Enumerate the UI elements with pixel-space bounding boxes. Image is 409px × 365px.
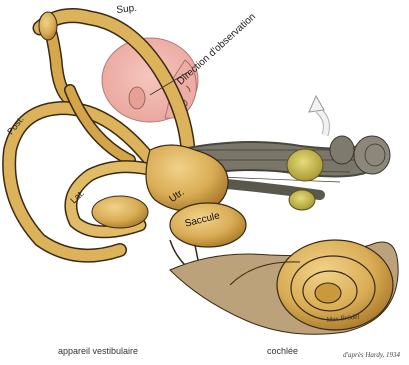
credit-text: d'après Hardy, 1934: [343, 352, 400, 359]
label-superior: Sup.: [116, 4, 138, 16]
observation-arrow: [309, 96, 326, 135]
label-vestibular-apparatus: appareil vestibulaire: [58, 347, 138, 356]
label-cochlea: cochlée: [267, 347, 298, 356]
vestibular-ganglion: [287, 149, 323, 210]
cochlea: [170, 240, 398, 334]
